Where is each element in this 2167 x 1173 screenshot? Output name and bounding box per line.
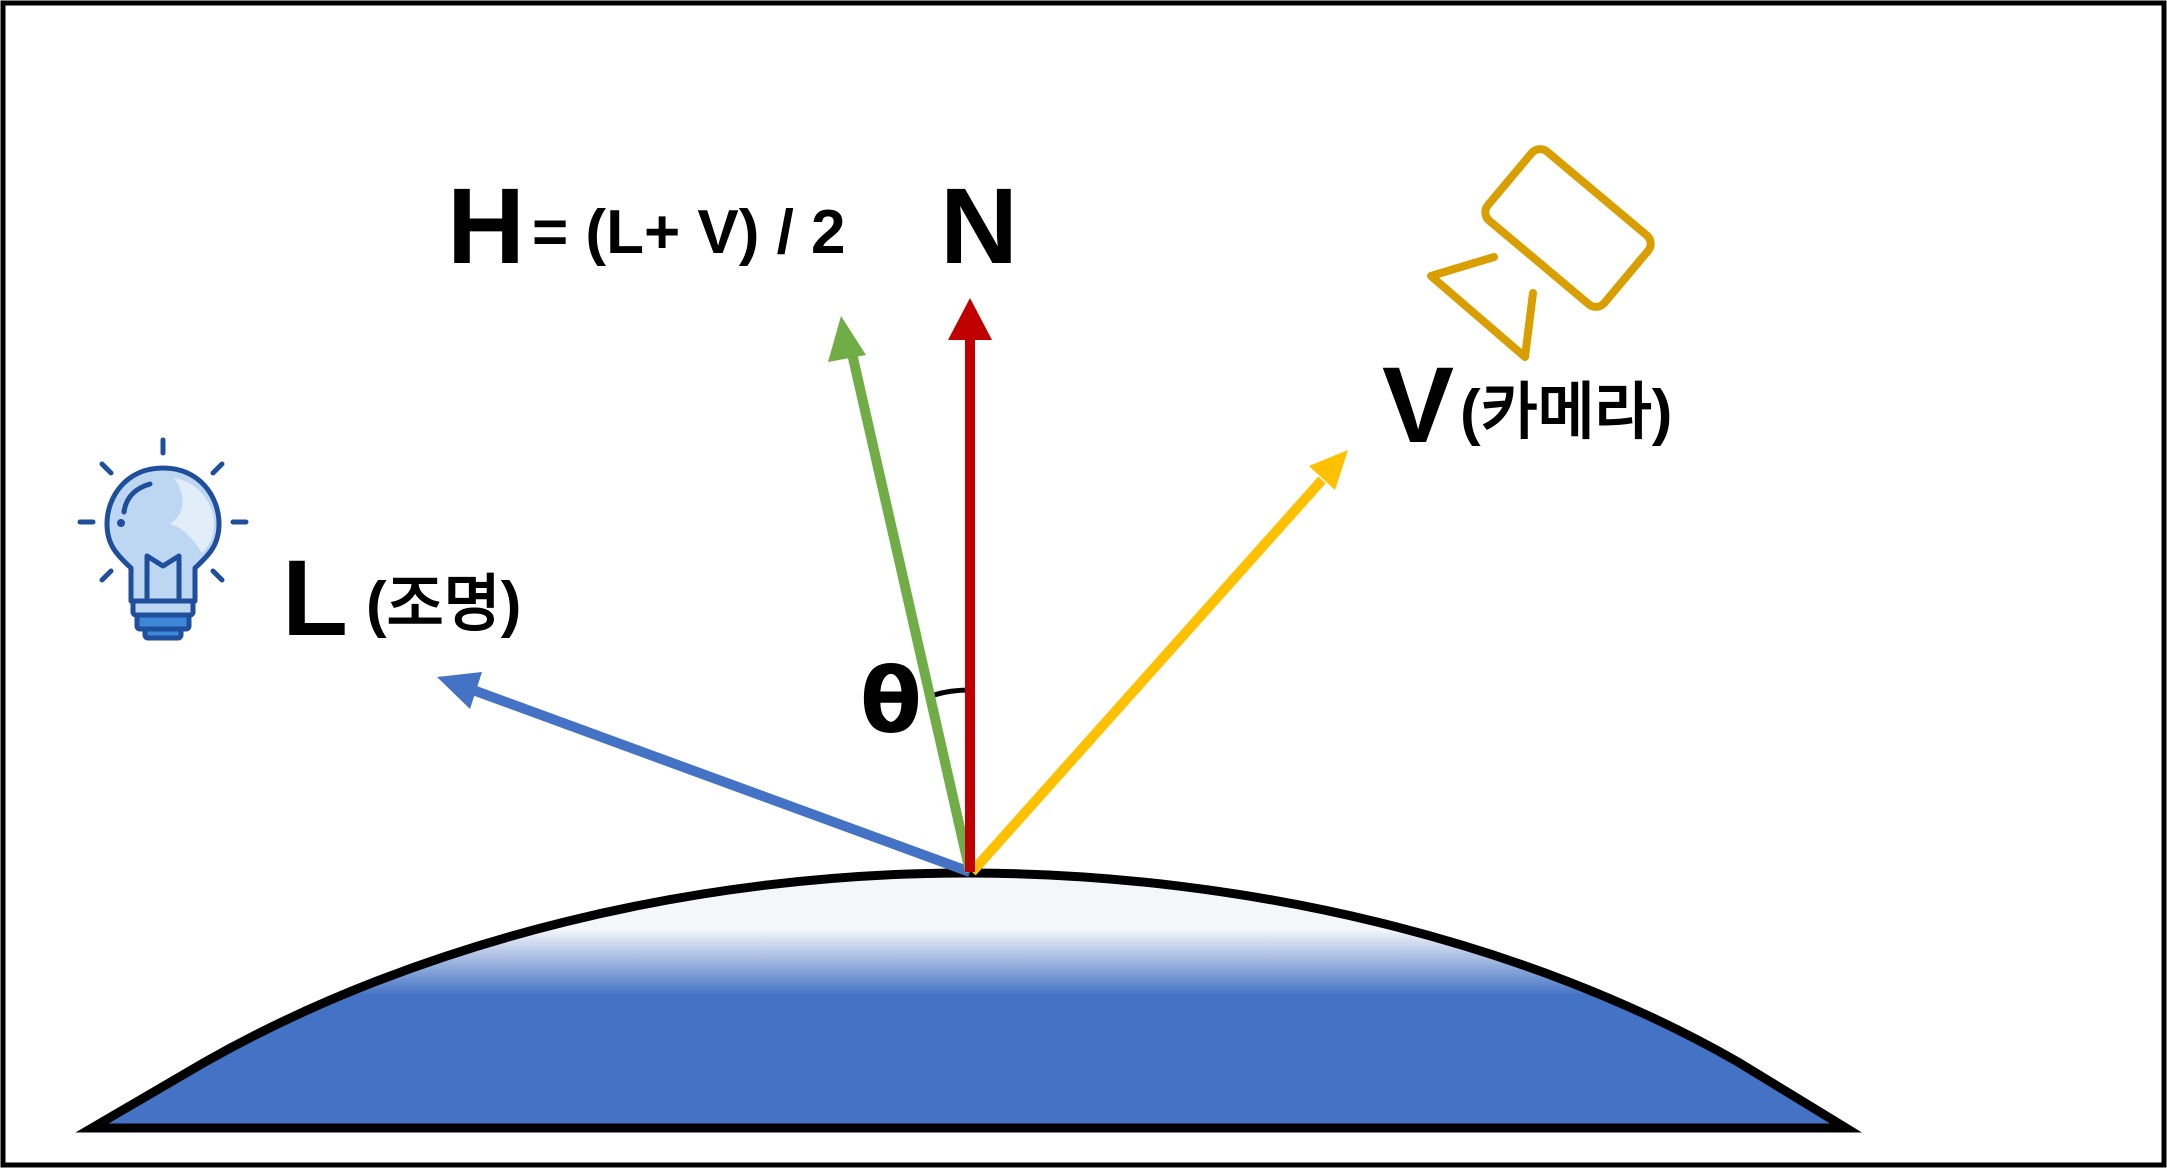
- theta-arc: [933, 687, 971, 698]
- surface-dome: [75, 868, 1862, 1133]
- label-n: N: [940, 165, 1018, 286]
- half-vector: [828, 316, 975, 874]
- label-theta: θ: [860, 649, 922, 754]
- label-l-note: (조명): [366, 570, 521, 639]
- normal-vector: [948, 298, 992, 872]
- light-vector: [437, 672, 972, 877]
- light-bulb-icon: [77, 437, 249, 641]
- label-h-formula: = (L+ V) / 2: [532, 198, 846, 267]
- label-l: L: [282, 537, 348, 658]
- label-h: H: [447, 165, 525, 286]
- camera-icon: [1427, 145, 1655, 361]
- view-vector: [968, 450, 1348, 876]
- label-v-note: (카메라): [1460, 378, 1672, 447]
- label-v: V: [1382, 344, 1454, 465]
